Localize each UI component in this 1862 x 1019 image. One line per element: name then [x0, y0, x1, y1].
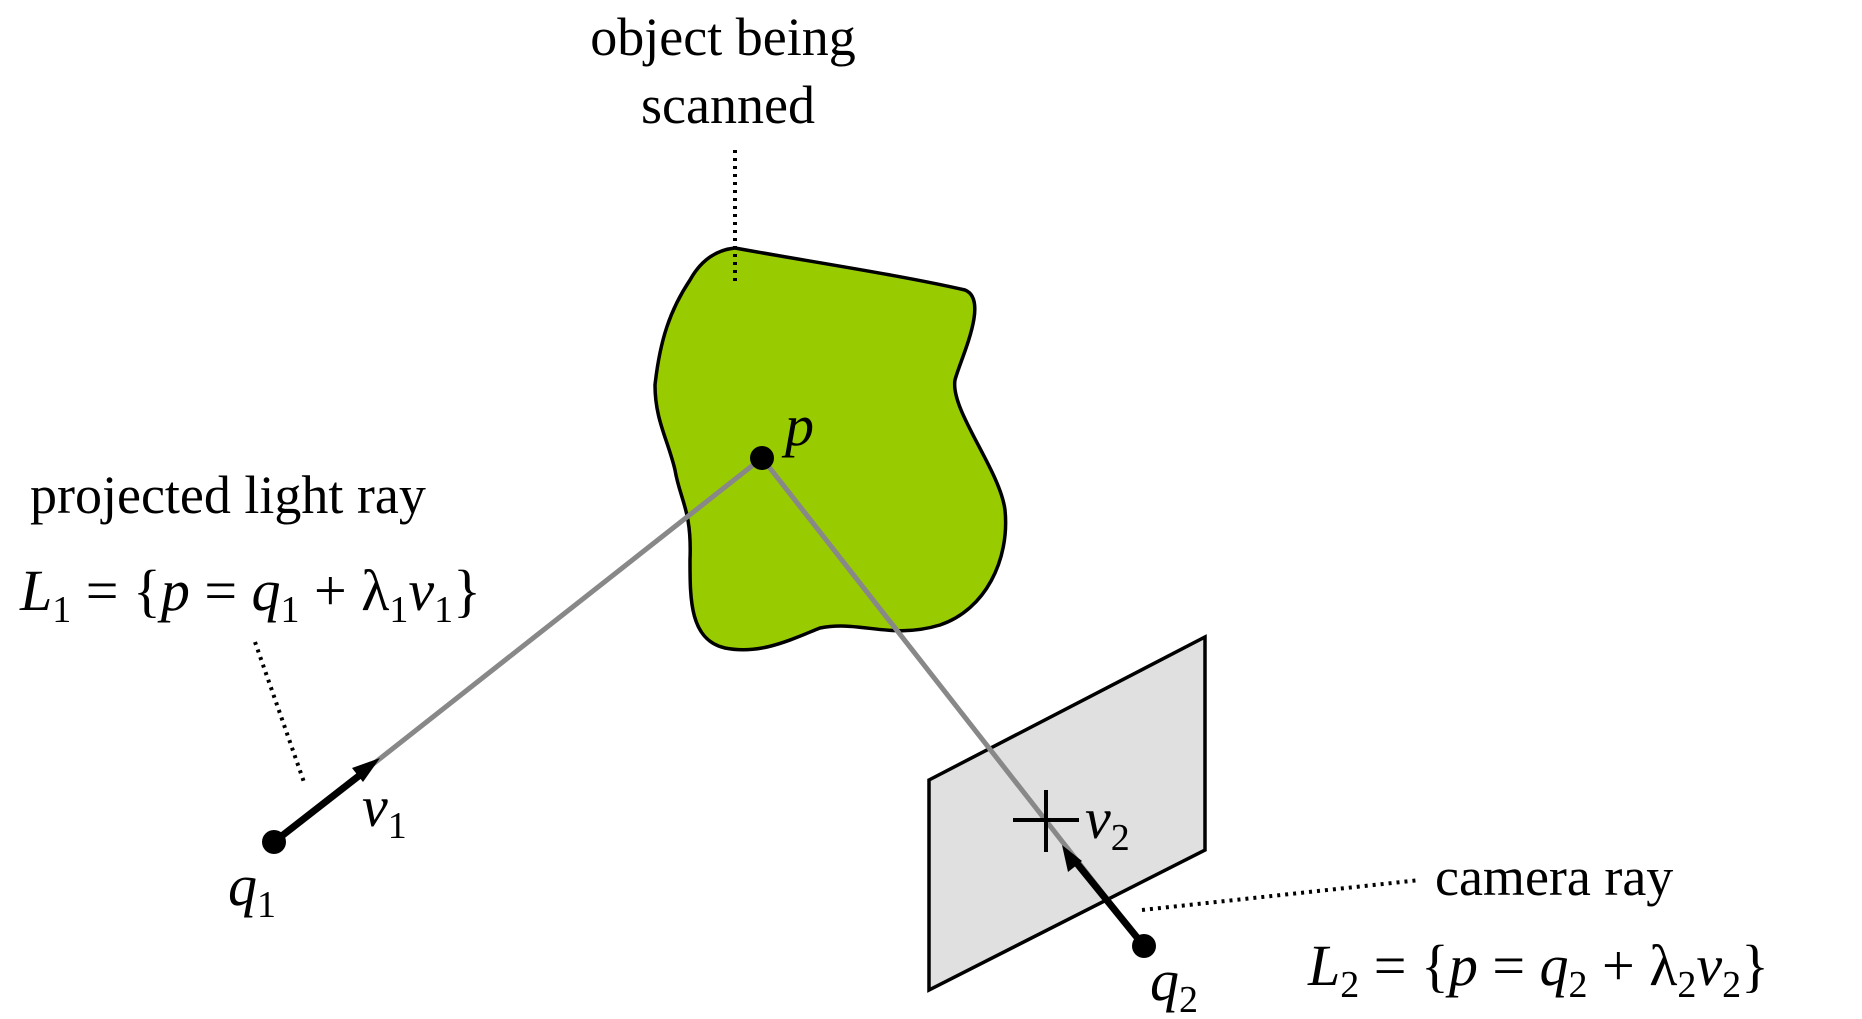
point-q1-dot	[262, 830, 286, 854]
camera-image-plane	[927, 634, 1207, 993]
projected-ray-leader-line	[253, 641, 307, 786]
v2-arrowhead-icon	[1062, 845, 1082, 872]
v2-vector-shaft	[1072, 858, 1147, 949]
point-p-dot	[750, 446, 774, 470]
scanned-object-blob	[653, 246, 1008, 652]
point-p-label: p	[781, 393, 814, 458]
v2-label: v2	[1085, 786, 1130, 859]
q1-label: q1	[228, 853, 276, 926]
object-label-line2: scanned	[641, 75, 815, 135]
equation-L2: L2 = {p = q2 + λ2v2}	[1307, 933, 1769, 1006]
equation-L1: L1 = {p = q1 + λ1v1}	[19, 558, 481, 631]
camera-ray-label: camera ray	[1435, 847, 1673, 907]
image-point-cross	[1013, 790, 1079, 852]
projected-ray-label: projected light ray	[30, 465, 426, 525]
v1-vector-shaft	[271, 772, 363, 845]
point-q2-dot	[1132, 934, 1156, 958]
v1-arrowhead-icon	[352, 758, 380, 782]
v1-label: v1	[362, 774, 407, 847]
camera-ray-leader-line	[1141, 878, 1421, 912]
q2-label: q2	[1150, 948, 1198, 1019]
object-label-line1: object being	[590, 7, 855, 67]
